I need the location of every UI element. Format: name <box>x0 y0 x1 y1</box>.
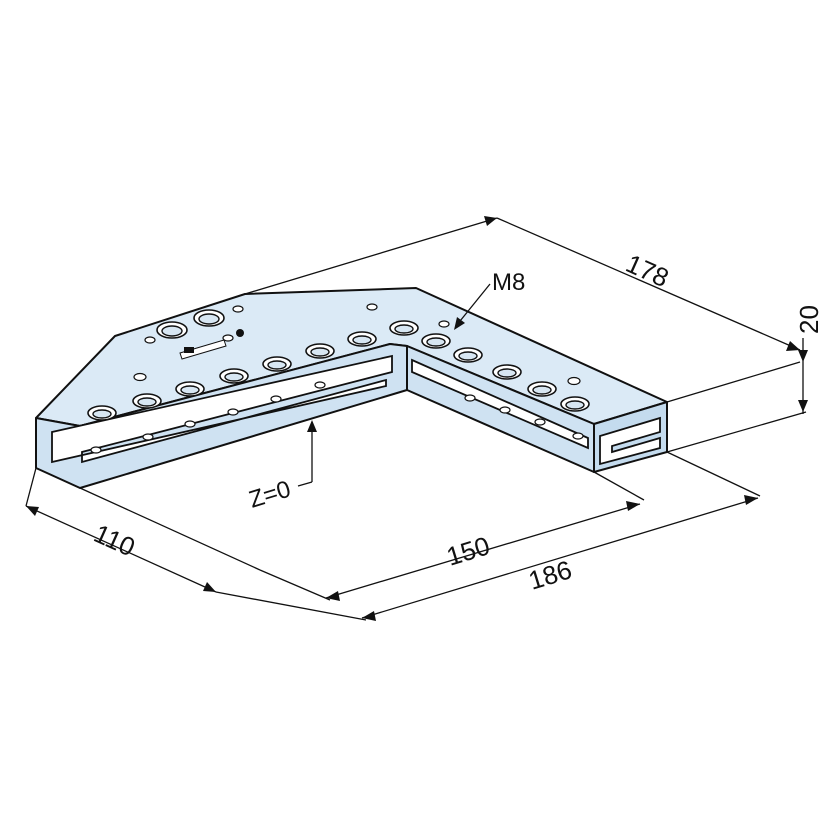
right-arm-slot <box>411 358 589 450</box>
counterbore-hole <box>219 368 249 384</box>
dim-186-label: 186 <box>525 554 575 595</box>
brand-logo <box>179 329 244 360</box>
counterbore-hole <box>421 333 451 349</box>
dim-150-label: 150 <box>443 530 493 571</box>
counterbore-hole <box>305 343 335 359</box>
dim-186: 186 <box>215 451 761 621</box>
m8-callout: M8 <box>454 269 525 330</box>
counterbore-hole <box>175 381 205 397</box>
m8-label: M8 <box>492 269 525 296</box>
counterbore-hole <box>527 381 557 397</box>
datum-bores <box>156 309 225 339</box>
counterbore-hole <box>389 320 419 336</box>
counterbore-hole <box>87 405 117 421</box>
counterbore-hole <box>262 356 292 372</box>
right-end-slot <box>599 416 661 466</box>
dim-178-label: 178 <box>622 248 674 293</box>
face-holes-left <box>90 381 326 454</box>
dim-20: 20 <box>666 305 824 453</box>
dim-110: 110 <box>25 467 261 593</box>
counterbore-hole <box>560 396 590 412</box>
pin-holes <box>133 303 581 386</box>
counterbore-hole <box>347 331 377 347</box>
counterbore-hole <box>492 364 522 380</box>
counterbore-hole <box>132 393 162 409</box>
dim-150: 150 <box>259 471 645 601</box>
dim-20-label: 20 <box>794 305 824 334</box>
counterbore-hole <box>453 347 483 363</box>
left-arm-slot <box>51 354 393 464</box>
counterbore-holes <box>87 320 590 421</box>
dim-110-label: 110 <box>90 518 140 562</box>
face-holes-right <box>464 394 584 440</box>
z0-label: Z=0 <box>246 476 294 514</box>
